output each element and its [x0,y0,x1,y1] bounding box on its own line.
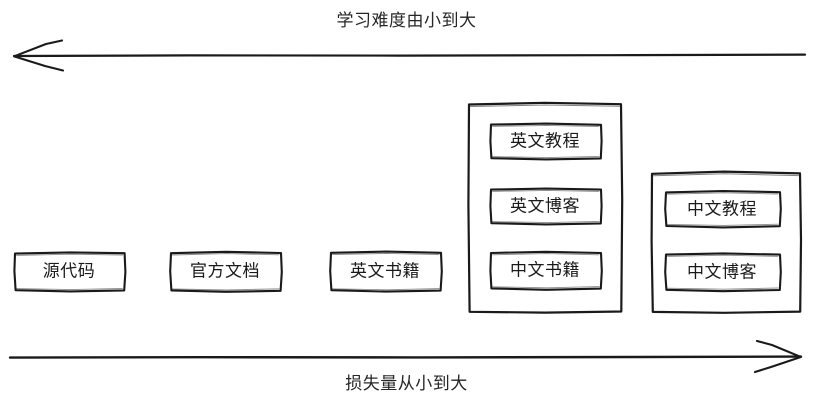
node-label-source-code[interactable]: 源代码 [42,261,96,281]
arrow-right-icon [8,339,803,374]
bottom-axis-label: 损失量从小到大 [345,374,468,393]
node-label-english-books[interactable]: 英文书籍 [350,261,420,281]
top-axis-label: 学习难度由小到大 [336,11,477,30]
arrow-left-icon [12,39,807,72]
node-label-chinese-blogs[interactable]: 中文博客 [687,262,757,282]
node-label-official-docs[interactable]: 官方文档 [190,261,260,281]
node-label-english-tutorials[interactable]: 英文教程 [510,131,580,151]
english-resources-group [467,101,624,314]
node-box-group [13,122,782,293]
node-label-english-blogs[interactable]: 英文博客 [510,196,580,216]
node-label-chinese-books[interactable]: 中文书籍 [510,260,580,280]
node-label-chinese-tutorials[interactable]: 中文教程 [687,199,757,219]
chinese-resources-group [650,170,803,314]
